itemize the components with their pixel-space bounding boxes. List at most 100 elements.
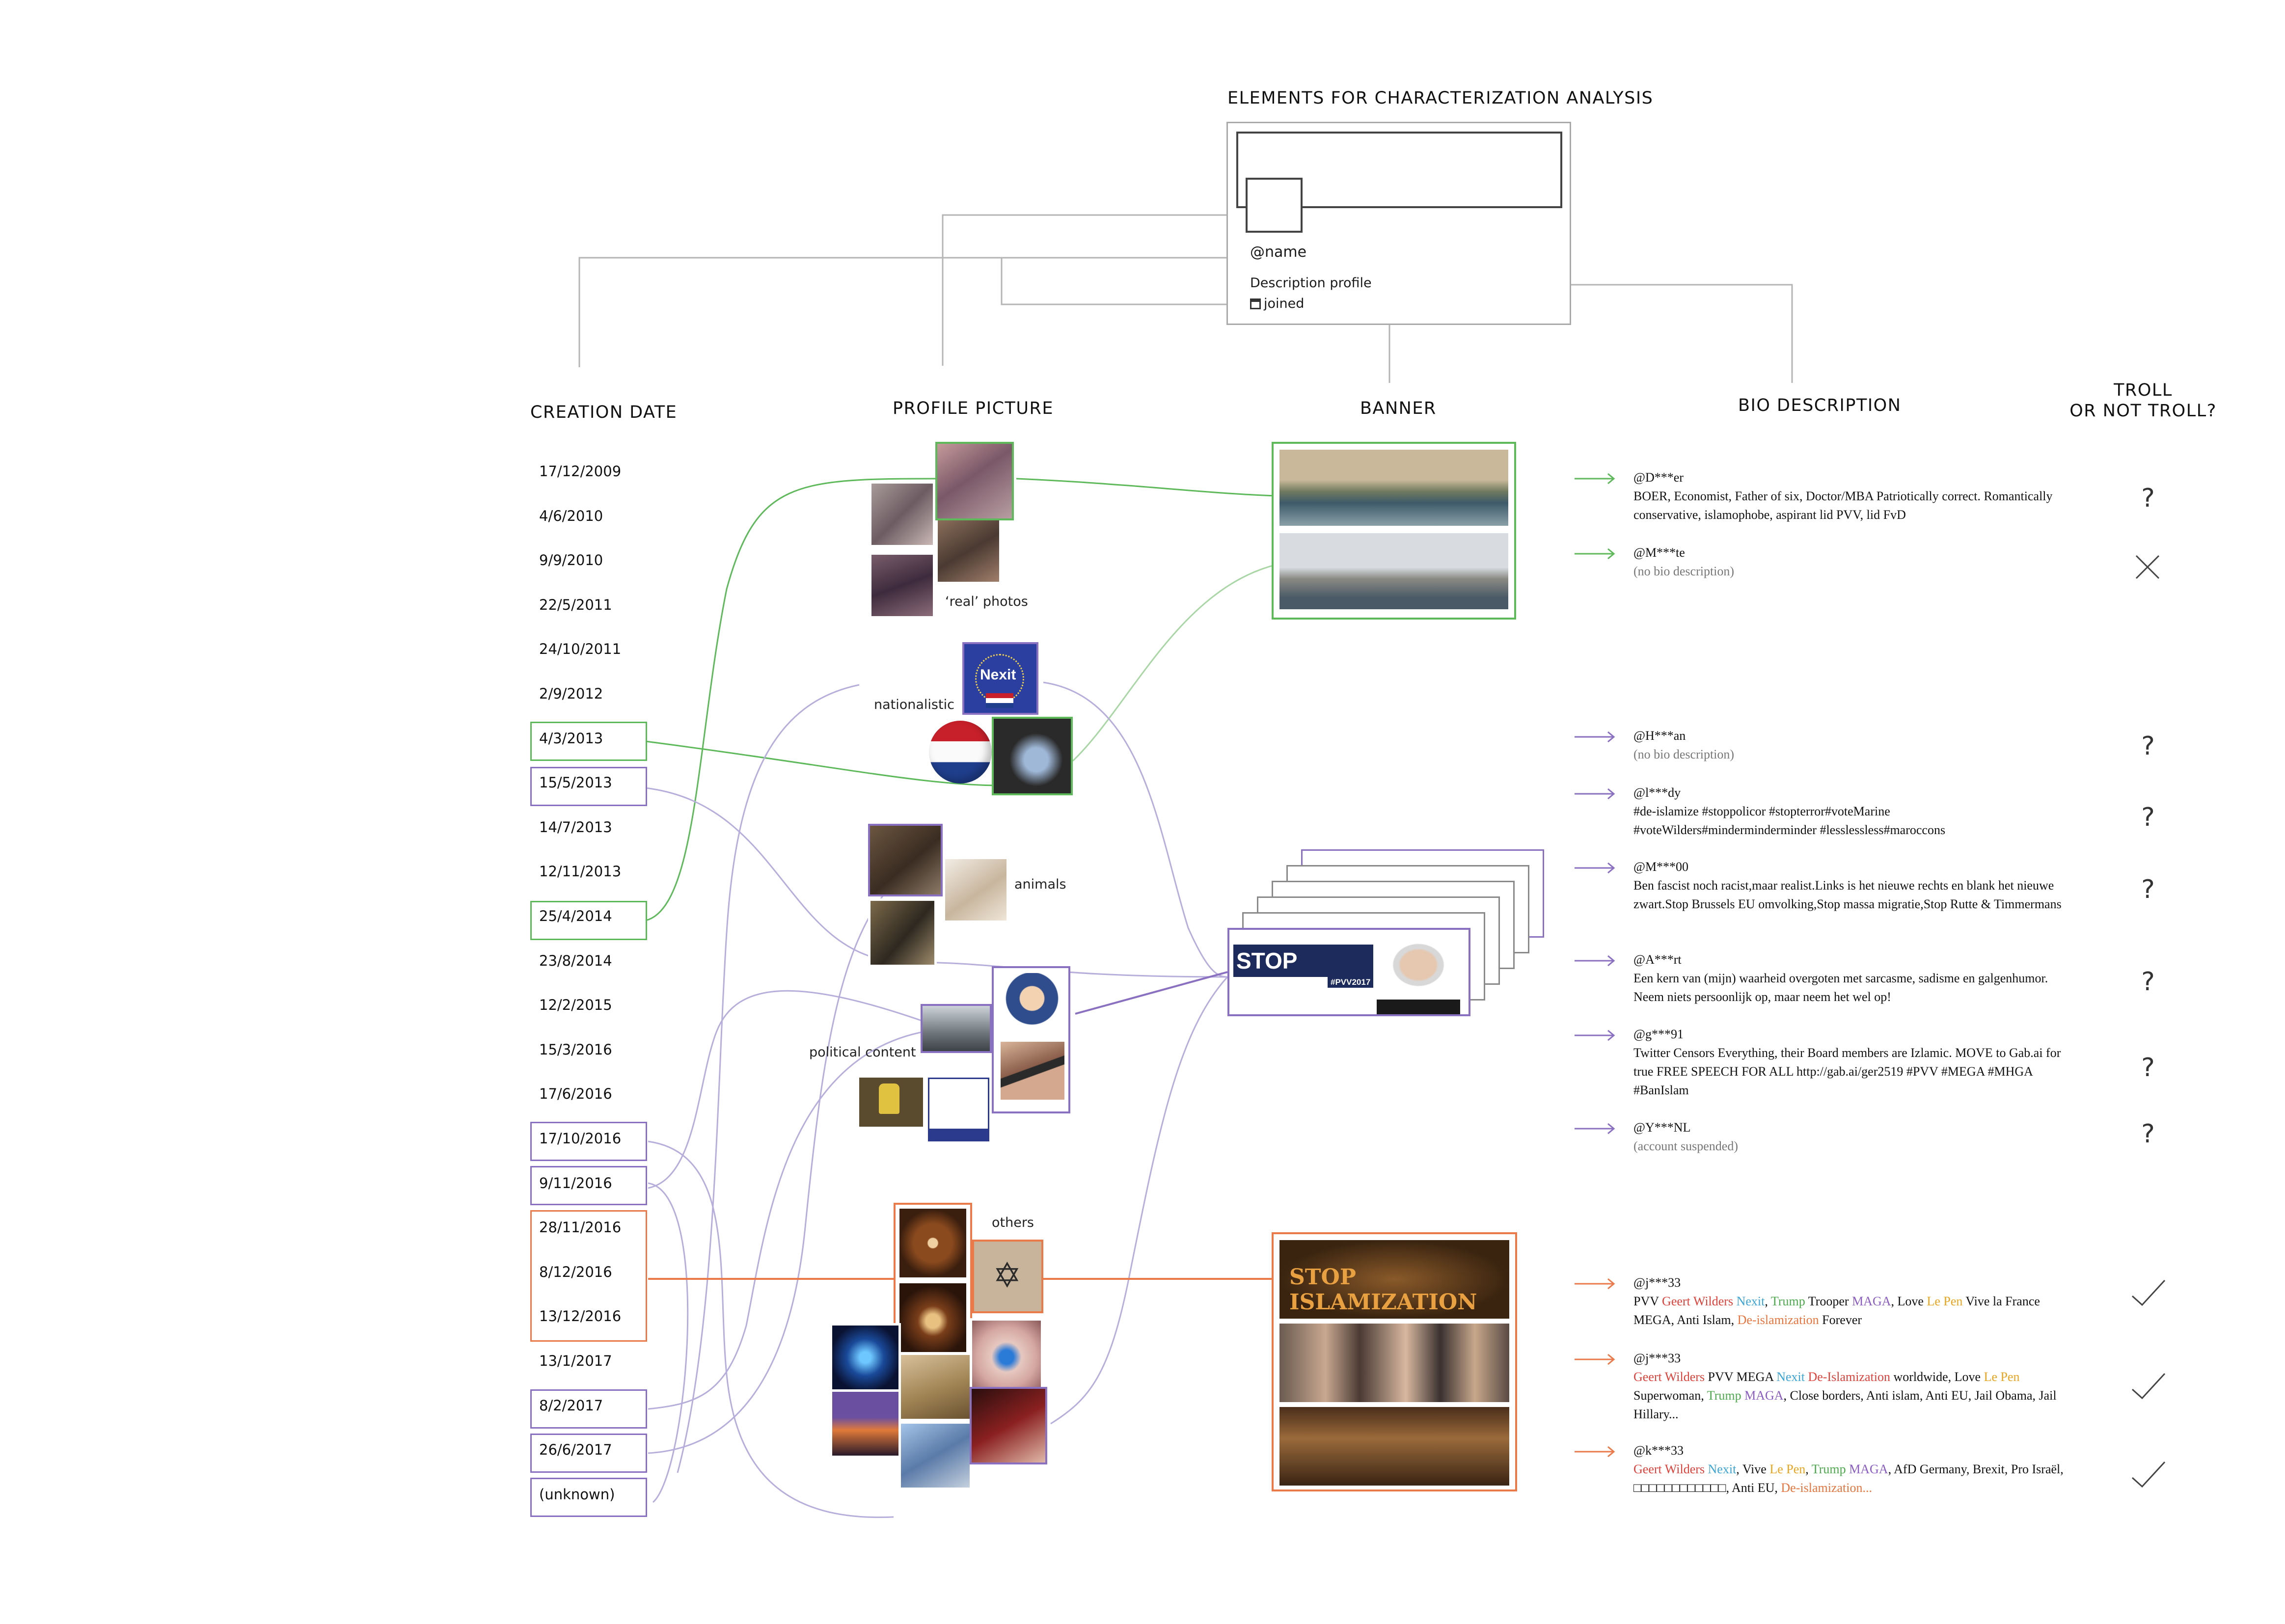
bio-handle: @g***91	[1633, 1027, 1684, 1041]
bio-handle: @M***te	[1633, 545, 1685, 560]
question-mark-icon: ?	[2141, 1053, 2155, 1083]
bio-keyword: Nexit	[1736, 1294, 1765, 1308]
date-box-purple-2	[530, 1122, 647, 1161]
date-box-green-1	[530, 722, 647, 761]
troll-header: TROLL OR NOT TROLL?	[2062, 380, 2224, 421]
bio-keyword: MAGA	[1849, 1462, 1888, 1476]
bio-keyword: Nexit	[1776, 1370, 1808, 1384]
creation-date-item: 2/9/2012	[539, 685, 603, 702]
bio-keyword: Trooper	[1808, 1294, 1852, 1308]
nationalistic-label: nationalistic	[874, 697, 954, 712]
bio-keyword: Geert Wilders	[1633, 1462, 1708, 1476]
stop-islam-bar: STOP ISLAM	[1233, 945, 1373, 1000]
bio-keyword: Forever	[1822, 1313, 1862, 1327]
date-box-purple-6	[530, 1478, 647, 1517]
arrow-right-icon	[1575, 1123, 1615, 1135]
real-photo-1	[869, 481, 935, 547]
creation-date-item: 28/11/2016	[539, 1219, 622, 1236]
bio-description: Geert Wilders PVV MEGA Nexit De-Islamiza…	[1633, 1368, 2075, 1424]
creation-date-item: 26/6/2017	[539, 1441, 612, 1459]
real-photo-framed	[935, 442, 1014, 520]
stop-islam-text: STOP ISLAM	[1236, 948, 1307, 1000]
checkmark-icon	[2131, 1279, 2166, 1306]
creation-date-item: 13/12/2016	[539, 1308, 622, 1325]
political-frame	[992, 966, 1070, 1113]
creation-date-item: 12/2/2015	[539, 997, 612, 1014]
conn-purple-nationalistic-down	[677, 684, 860, 1473]
bio-handle: @j***33	[1633, 1351, 1681, 1365]
bio-empty-note: (account suspended)	[1633, 1139, 1738, 1153]
banner-header: BANNER	[1360, 399, 1437, 418]
creation-date-item: (unknown)	[539, 1486, 615, 1503]
calendar-icon	[1250, 298, 1261, 309]
others-picture-red	[970, 1387, 1047, 1464]
cross-icon	[2135, 555, 2160, 579]
creation-date-item: 12/11/2013	[539, 863, 622, 880]
profile-mock-card: @name Description profile joined	[1226, 122, 1571, 325]
bio-keyword: , AfD Germany, Brexit, Pro Israël, □□□□□…	[1633, 1462, 2064, 1495]
profile-mock-name: @name	[1250, 244, 1307, 261]
eye-of-horus-picture	[899, 1209, 966, 1277]
nexit-picture: Nexit	[962, 642, 1038, 715]
bio-keyword: De-Islamization	[1808, 1370, 1894, 1384]
bio-keyword: Le Pen	[1769, 1462, 1806, 1476]
pyramid-eye-picture	[899, 1283, 966, 1352]
arrow-right-icon	[1575, 1446, 1615, 1458]
dutch-flag-ball-icon	[929, 721, 992, 784]
connector-joined	[1001, 257, 1242, 305]
creation-date-item: 17/12/2009	[539, 463, 622, 480]
green-banner-frame	[1272, 442, 1516, 620]
creation-date-item: 17/10/2016	[539, 1130, 622, 1147]
bio-description-header: BIO DESCRIPTION	[1738, 396, 1902, 415]
bio-entry: @M***te(no bio description)	[1633, 543, 2075, 581]
others-picture-sunset	[830, 1389, 901, 1458]
others-picture-face	[898, 1421, 972, 1490]
profile-mock-joined: joined	[1264, 296, 1305, 311]
bio-keyword: Trump	[1770, 1294, 1808, 1308]
arrow-right-icon	[1575, 731, 1615, 743]
bio-description: Geert Wilders Nexit, Vive Le Pen, Trump …	[1633, 1460, 2075, 1497]
bio-handle: @l***dy	[1633, 785, 1681, 800]
date-box-purple-3	[530, 1166, 647, 1205]
creation-date-item: 15/5/2013	[539, 774, 612, 791]
politicians-banner	[1279, 1324, 1509, 1402]
conn-purple-others-down	[648, 1140, 894, 1518]
profile-mock-description: Description profile	[1250, 275, 1372, 291]
bio-keyword: ,	[1765, 1294, 1771, 1308]
bio-description: PVV Geert Wilders Nexit, Trump Trooper M…	[1633, 1292, 2075, 1329]
bio-entry: @H***an(no bio description)	[1633, 727, 2075, 764]
creation-date-item: 9/9/2010	[539, 552, 603, 569]
conn-purple-political-banner	[1075, 971, 1228, 1015]
stop-islam-banner: STOP ISLAM #PVV2017	[1227, 928, 1470, 1016]
question-mark-icon: ?	[2141, 875, 2155, 904]
profile-mock-joined-row: joined	[1250, 296, 1304, 311]
bio-keyword: Le Pen	[1984, 1370, 2020, 1384]
creation-date-item: 13/1/2017	[539, 1353, 612, 1369]
bio-description: Twitter Censors Everything, their Board …	[1633, 1046, 2061, 1097]
arrow-right-icon	[1575, 548, 1615, 560]
conn-green-date-real	[645, 478, 936, 921]
bio-entry: @l***dy#de-islamize #stoppolicor #stopte…	[1633, 784, 2075, 839]
bio-handle: @D***er	[1633, 470, 1684, 485]
elements-header: ELEMENTS FOR CHARACTERIZATION ANALYSIS	[1227, 88, 1654, 108]
bio-keyword: worldwide, Love	[1893, 1370, 1984, 1384]
creation-date-item: 4/3/2013	[539, 730, 603, 747]
bio-keyword: Trump	[1707, 1388, 1745, 1403]
bio-keyword: Nexit	[1708, 1462, 1737, 1476]
animals-label: animals	[1014, 877, 1066, 892]
political-picture-text	[925, 1075, 992, 1144]
bio-keyword: MAGA	[1852, 1294, 1891, 1308]
troll-header-line1: TROLL	[2114, 380, 2173, 400]
checkmark-icon	[2131, 1461, 2166, 1488]
others-label: others	[992, 1215, 1034, 1230]
conn-purple-political	[648, 990, 924, 1189]
conn-purple-political-down	[648, 1030, 928, 1410]
bio-keyword: PVV	[1633, 1294, 1662, 1308]
bio-keyword: De-islamization	[1737, 1313, 1823, 1327]
